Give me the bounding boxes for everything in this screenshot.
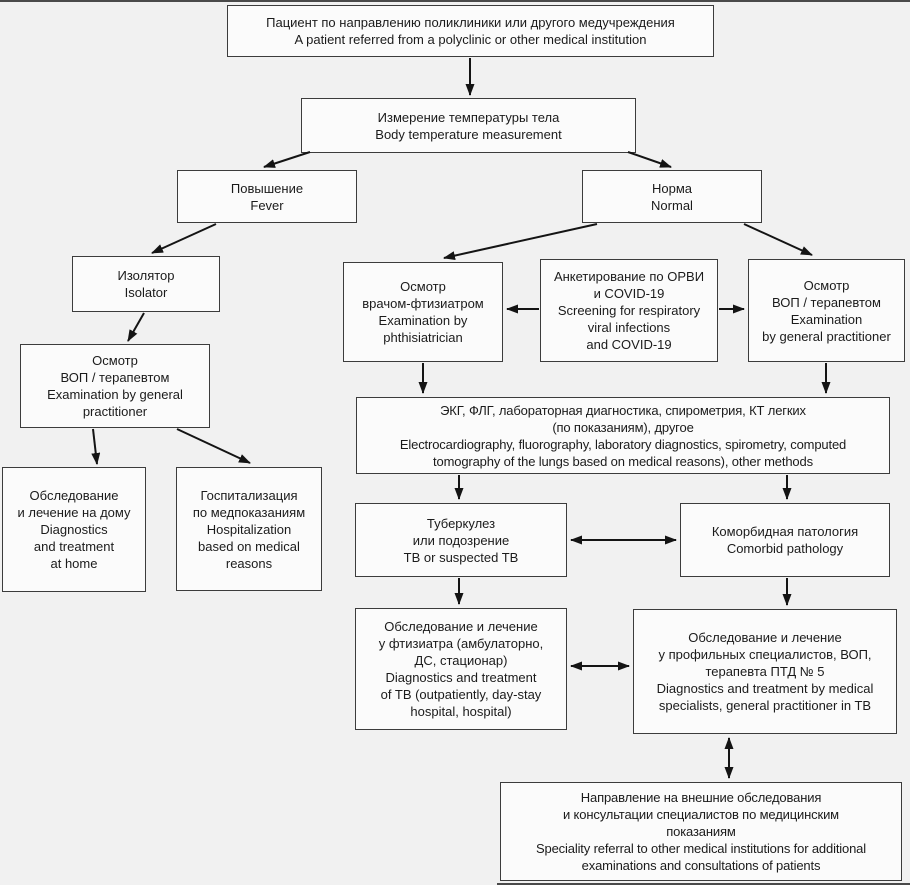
node-fever: Повышение Fever [177, 170, 357, 223]
node-gp-examination-left: Осмотр ВОП / терапевтом Examination by g… [20, 344, 210, 428]
node-tb-treatment: Обследование и лечение у фтизиатра (амбу… [355, 608, 567, 730]
figure-bottom-border [497, 883, 910, 885]
arrow-temperature-to-normal [627, 151, 672, 168]
arrow-isolator-to-gp-left [127, 312, 145, 342]
node-hospitalization: Госпитализация по медпоказаниям Hospital… [176, 467, 322, 591]
node-comorbid-pathology: Коморбидная патология Comorbid pathology [680, 503, 890, 577]
node-diagnostics-methods: ЭКГ, ФЛГ, лабораторная диагностика, спир… [356, 397, 890, 474]
arrow-normal-to-gp-right [743, 223, 813, 256]
node-normal: Норма Normal [582, 170, 762, 223]
figure-top-border [0, 0, 910, 2]
arrow-temperature-to-fever [263, 151, 311, 168]
node-covid-screening: Анкетирование по ОРВИ и COVID-19 Screeni… [540, 259, 718, 362]
node-gp-examination-right: Осмотр ВОП / терапевтом Examination by g… [748, 259, 905, 362]
node-phthisiatrician-examination: Осмотр врачом-фтизиатром Examination by … [343, 262, 503, 362]
arrow-normal-to-phthisiatrician [443, 223, 598, 261]
node-patient: Пациент по направлению поликлиники или д… [227, 5, 714, 57]
arrow-gp-left-to-home [91, 428, 101, 465]
node-home-treatment: Обследование и лечение на дому Diagnosti… [2, 467, 146, 592]
node-temperature-measurement: Измерение температуры тела Body temperat… [301, 98, 636, 153]
node-isolator: Изолятор Isolator [72, 256, 220, 312]
arrow-fever-to-isolator [151, 223, 217, 254]
node-specialist-treatment: Обследование и лечение у профильных спец… [633, 609, 897, 734]
node-external-referral: Направление на внешние обследования и ко… [500, 782, 902, 881]
arrow-gp-left-to-hospitalization [176, 428, 251, 464]
node-tb-suspected: Туберкулез или подозрение TB or suspecte… [355, 503, 567, 577]
